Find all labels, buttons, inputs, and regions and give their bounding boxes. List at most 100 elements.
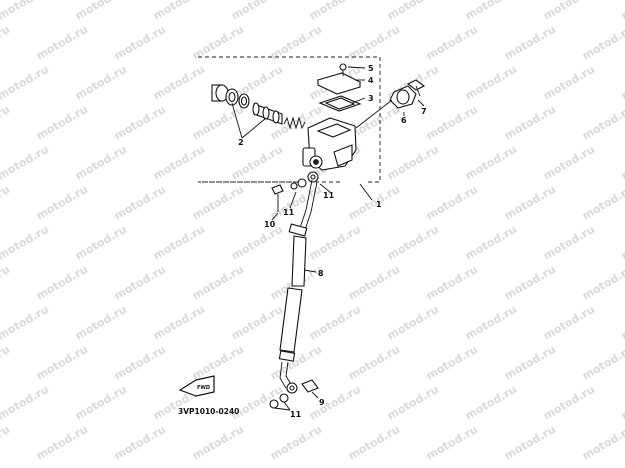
callout-7: 7 (421, 107, 427, 116)
clamp-bolt (406, 79, 426, 97)
watermark-text: motod.ru (580, 343, 625, 383)
watermark-text: motod.ru (385, 143, 441, 183)
callout-2: 2 (238, 138, 244, 147)
watermark-text: motod.ru (34, 263, 90, 303)
callout-6: 6 (401, 116, 407, 125)
watermark-text: motod.ru (346, 183, 402, 223)
watermark-text: motod.ru (307, 223, 363, 263)
watermark-text: motod.ru (385, 223, 441, 263)
watermark-text: motod.ru (385, 0, 441, 23)
watermark-text: motod.ru (0, 263, 12, 303)
callout-5: 5 (368, 64, 374, 73)
watermark-text: motod.ru (229, 223, 285, 263)
watermark-text: motod.ru (463, 383, 519, 423)
watermark-text: motod.ru (0, 0, 51, 23)
watermark-text: motod.ru (0, 343, 12, 383)
leader-11a (319, 183, 331, 193)
watermark-text: motod.ru (424, 343, 480, 383)
leader-10 (271, 212, 279, 221)
watermark-text: motod.ru (580, 423, 625, 463)
assembly-boundary (198, 56, 381, 183)
watermark-text: motod.ru (307, 0, 363, 23)
watermark-text: motod.ru (385, 383, 441, 423)
watermark-text: motod.ru (190, 423, 246, 463)
watermark-text: motod.ru (190, 263, 246, 303)
leader-2b (241, 117, 267, 139)
watermark-text: motod.ru (190, 183, 246, 223)
watermark-text: motod.ru (580, 263, 625, 303)
watermark-text: motod.ru (502, 343, 558, 383)
watermark-text: motod.ru (229, 143, 285, 183)
watermark-text: motod.ru (229, 0, 285, 23)
leader-5 (347, 66, 366, 69)
watermark-text: motod.ru (34, 423, 90, 463)
watermark-text: motod.ru (151, 63, 207, 103)
watermark-text: motod.ru (0, 423, 12, 463)
callout-8: 8 (318, 269, 324, 278)
watermark-text: motod.ru (463, 0, 519, 23)
watermark-text: motod.ru (424, 263, 480, 303)
cap-screw (339, 63, 347, 76)
union-bolt-top (271, 171, 319, 212)
watermark-text: motod.ru (580, 23, 625, 63)
watermark-text: motod.ru (268, 423, 324, 463)
watermark-text: motod.ru (0, 143, 51, 183)
watermark-text: motod.ru (619, 143, 625, 183)
watermark-text: motod.ru (619, 0, 625, 23)
watermark-text: motod.ru (541, 303, 597, 343)
watermark-text: motod.ru (385, 303, 441, 343)
watermark-text: motod.ru (541, 63, 597, 103)
watermark-text: motod.ru (346, 263, 402, 303)
watermark-text: motod.ru (0, 383, 51, 423)
watermark-text: motod.ru (268, 343, 324, 383)
callout-3: 3 (368, 94, 374, 103)
callout-4: 4 (368, 76, 374, 85)
watermark-text: motod.ru (541, 383, 597, 423)
watermark-text: motod.ru (34, 343, 90, 383)
watermark-text: motod.ru (580, 183, 625, 223)
watermark-text: motod.ru (424, 103, 480, 143)
watermark-text: motod.ru (112, 423, 168, 463)
watermark-text: motod.ru (73, 383, 129, 423)
callout-11-upper-left: 11 (283, 208, 295, 217)
watermark-text: motod.ru (73, 63, 129, 103)
watermark-text: motod.ru (502, 423, 558, 463)
watermark-text: motod.ru (619, 303, 625, 343)
leader-11c (283, 401, 291, 411)
watermark-text: motod.ru (229, 303, 285, 343)
master-cylinder-body (302, 117, 357, 171)
fwd-label: FWD (197, 385, 210, 391)
watermark-text: motod.ru (463, 223, 519, 263)
leader-8 (303, 269, 317, 273)
callout-10: 10 (264, 220, 276, 229)
watermark-text: motod.ru (619, 223, 625, 263)
leader-7 (417, 99, 425, 107)
watermark-text: motod.ru (502, 23, 558, 63)
watermark-text: motod.ru (73, 223, 129, 263)
watermark-text: motod.ru (541, 143, 597, 183)
watermark-text: motod.ru (619, 63, 625, 103)
watermark-text: motod.ru (0, 183, 12, 223)
watermark-text: motod.ru (502, 263, 558, 303)
watermark-text: motod.ru (0, 63, 51, 103)
piston-kit (211, 84, 306, 130)
watermark-text: motod.ru (424, 423, 480, 463)
watermark-text: motod.ru (0, 103, 12, 143)
watermark-text: motod.ru (424, 183, 480, 223)
callout-9: 9 (319, 398, 325, 407)
watermark-text: motod.ru (463, 303, 519, 343)
handlebar-clamp (389, 85, 417, 109)
fwd-arrow-icon: FWD (178, 375, 215, 397)
watermark-text: motod.ru (34, 103, 90, 143)
watermark-text: motod.ru (112, 23, 168, 63)
watermark-text: motod.ru (151, 143, 207, 183)
watermark-text: motod.ru (541, 223, 597, 263)
watermark-text: motod.ru (112, 103, 168, 143)
callout-1: 1 (376, 200, 382, 209)
watermark-text: motod.ru (34, 183, 90, 223)
callout-11-upper-right: 11 (323, 191, 335, 200)
diagram-code: 3VP1010-0240 (178, 407, 239, 416)
watermark-text: motod.ru (0, 23, 12, 63)
watermark-text: motod.ru (463, 143, 519, 183)
watermark-text: motod.ru (73, 143, 129, 183)
